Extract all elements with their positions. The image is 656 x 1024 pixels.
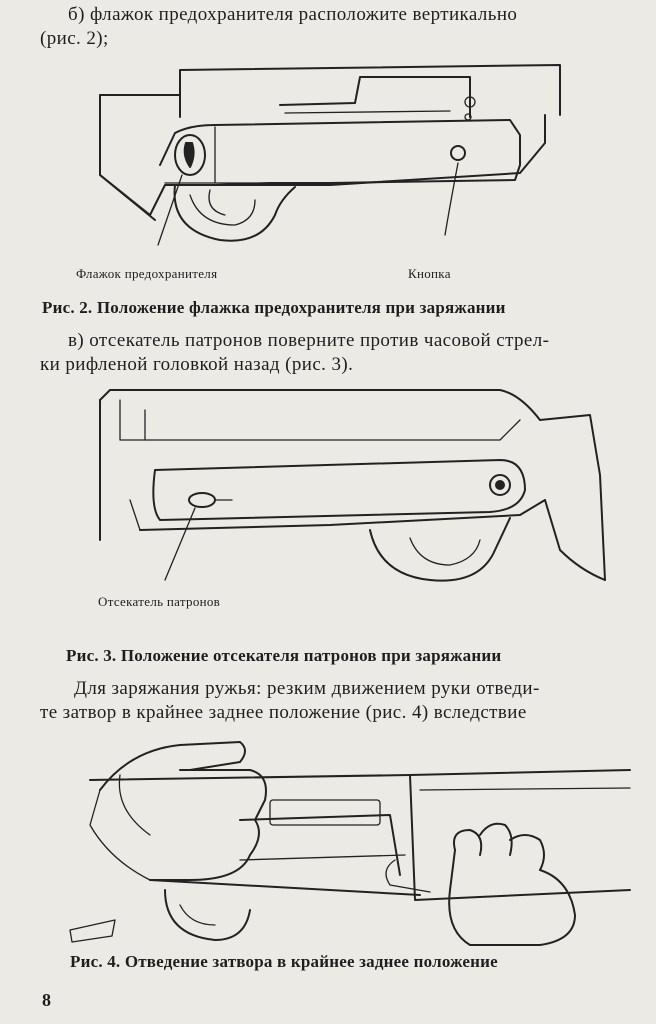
paragraph-v-line1: в) отсекатель патронов поверните против …	[68, 330, 550, 351]
paragraph-load-line1: Для заряжания ружья: резким движением ру…	[74, 678, 540, 699]
figure-3-caption: Рис. 3. Положение отсекателя патронов пр…	[66, 646, 502, 665]
figure-4-caption: Рис. 4. Отведение затвора в крайнее задн…	[70, 952, 498, 971]
label-safety-flag: Флажок предохранителя	[76, 266, 218, 281]
figure-4-drawing	[69, 741, 631, 946]
figure-2-caption: Рис. 2. Положение флажка предохранителя …	[42, 298, 506, 317]
figure-3-drawing	[99, 389, 606, 582]
paragraph-load-line2: те затвор в крайнее заднее положение (ри…	[40, 702, 527, 723]
label-button: Кнопка	[408, 266, 451, 281]
paragraph-b-line1: б) флажок предохранителя расположите вер…	[68, 4, 518, 25]
paragraph-v-line2: ки рифленой головкой назад (рис. 3).	[40, 354, 354, 375]
page-number: 8	[42, 990, 51, 1010]
figure-2-drawing	[99, 64, 561, 246]
label-cartridge-cutoff: Отсекатель патронов	[98, 594, 221, 609]
paragraph-b-line2: (рис. 2);	[40, 28, 109, 49]
